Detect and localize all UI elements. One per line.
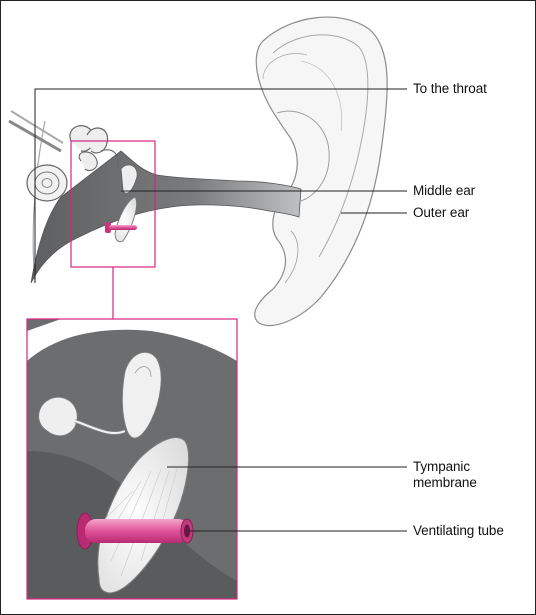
label-outer-ear: Outer ear xyxy=(413,205,469,221)
outer-ear-shape xyxy=(255,17,387,325)
cochlea-top xyxy=(27,165,67,201)
label-to-the-throat: To the throat xyxy=(413,81,487,97)
enlarged-inset xyxy=(27,319,237,599)
label-ventilating-tube: Ventilating tube xyxy=(413,523,504,539)
label-tympanic-membrane: Tympanic membrane xyxy=(413,459,523,491)
label-middle-ear: Middle ear xyxy=(413,183,475,199)
